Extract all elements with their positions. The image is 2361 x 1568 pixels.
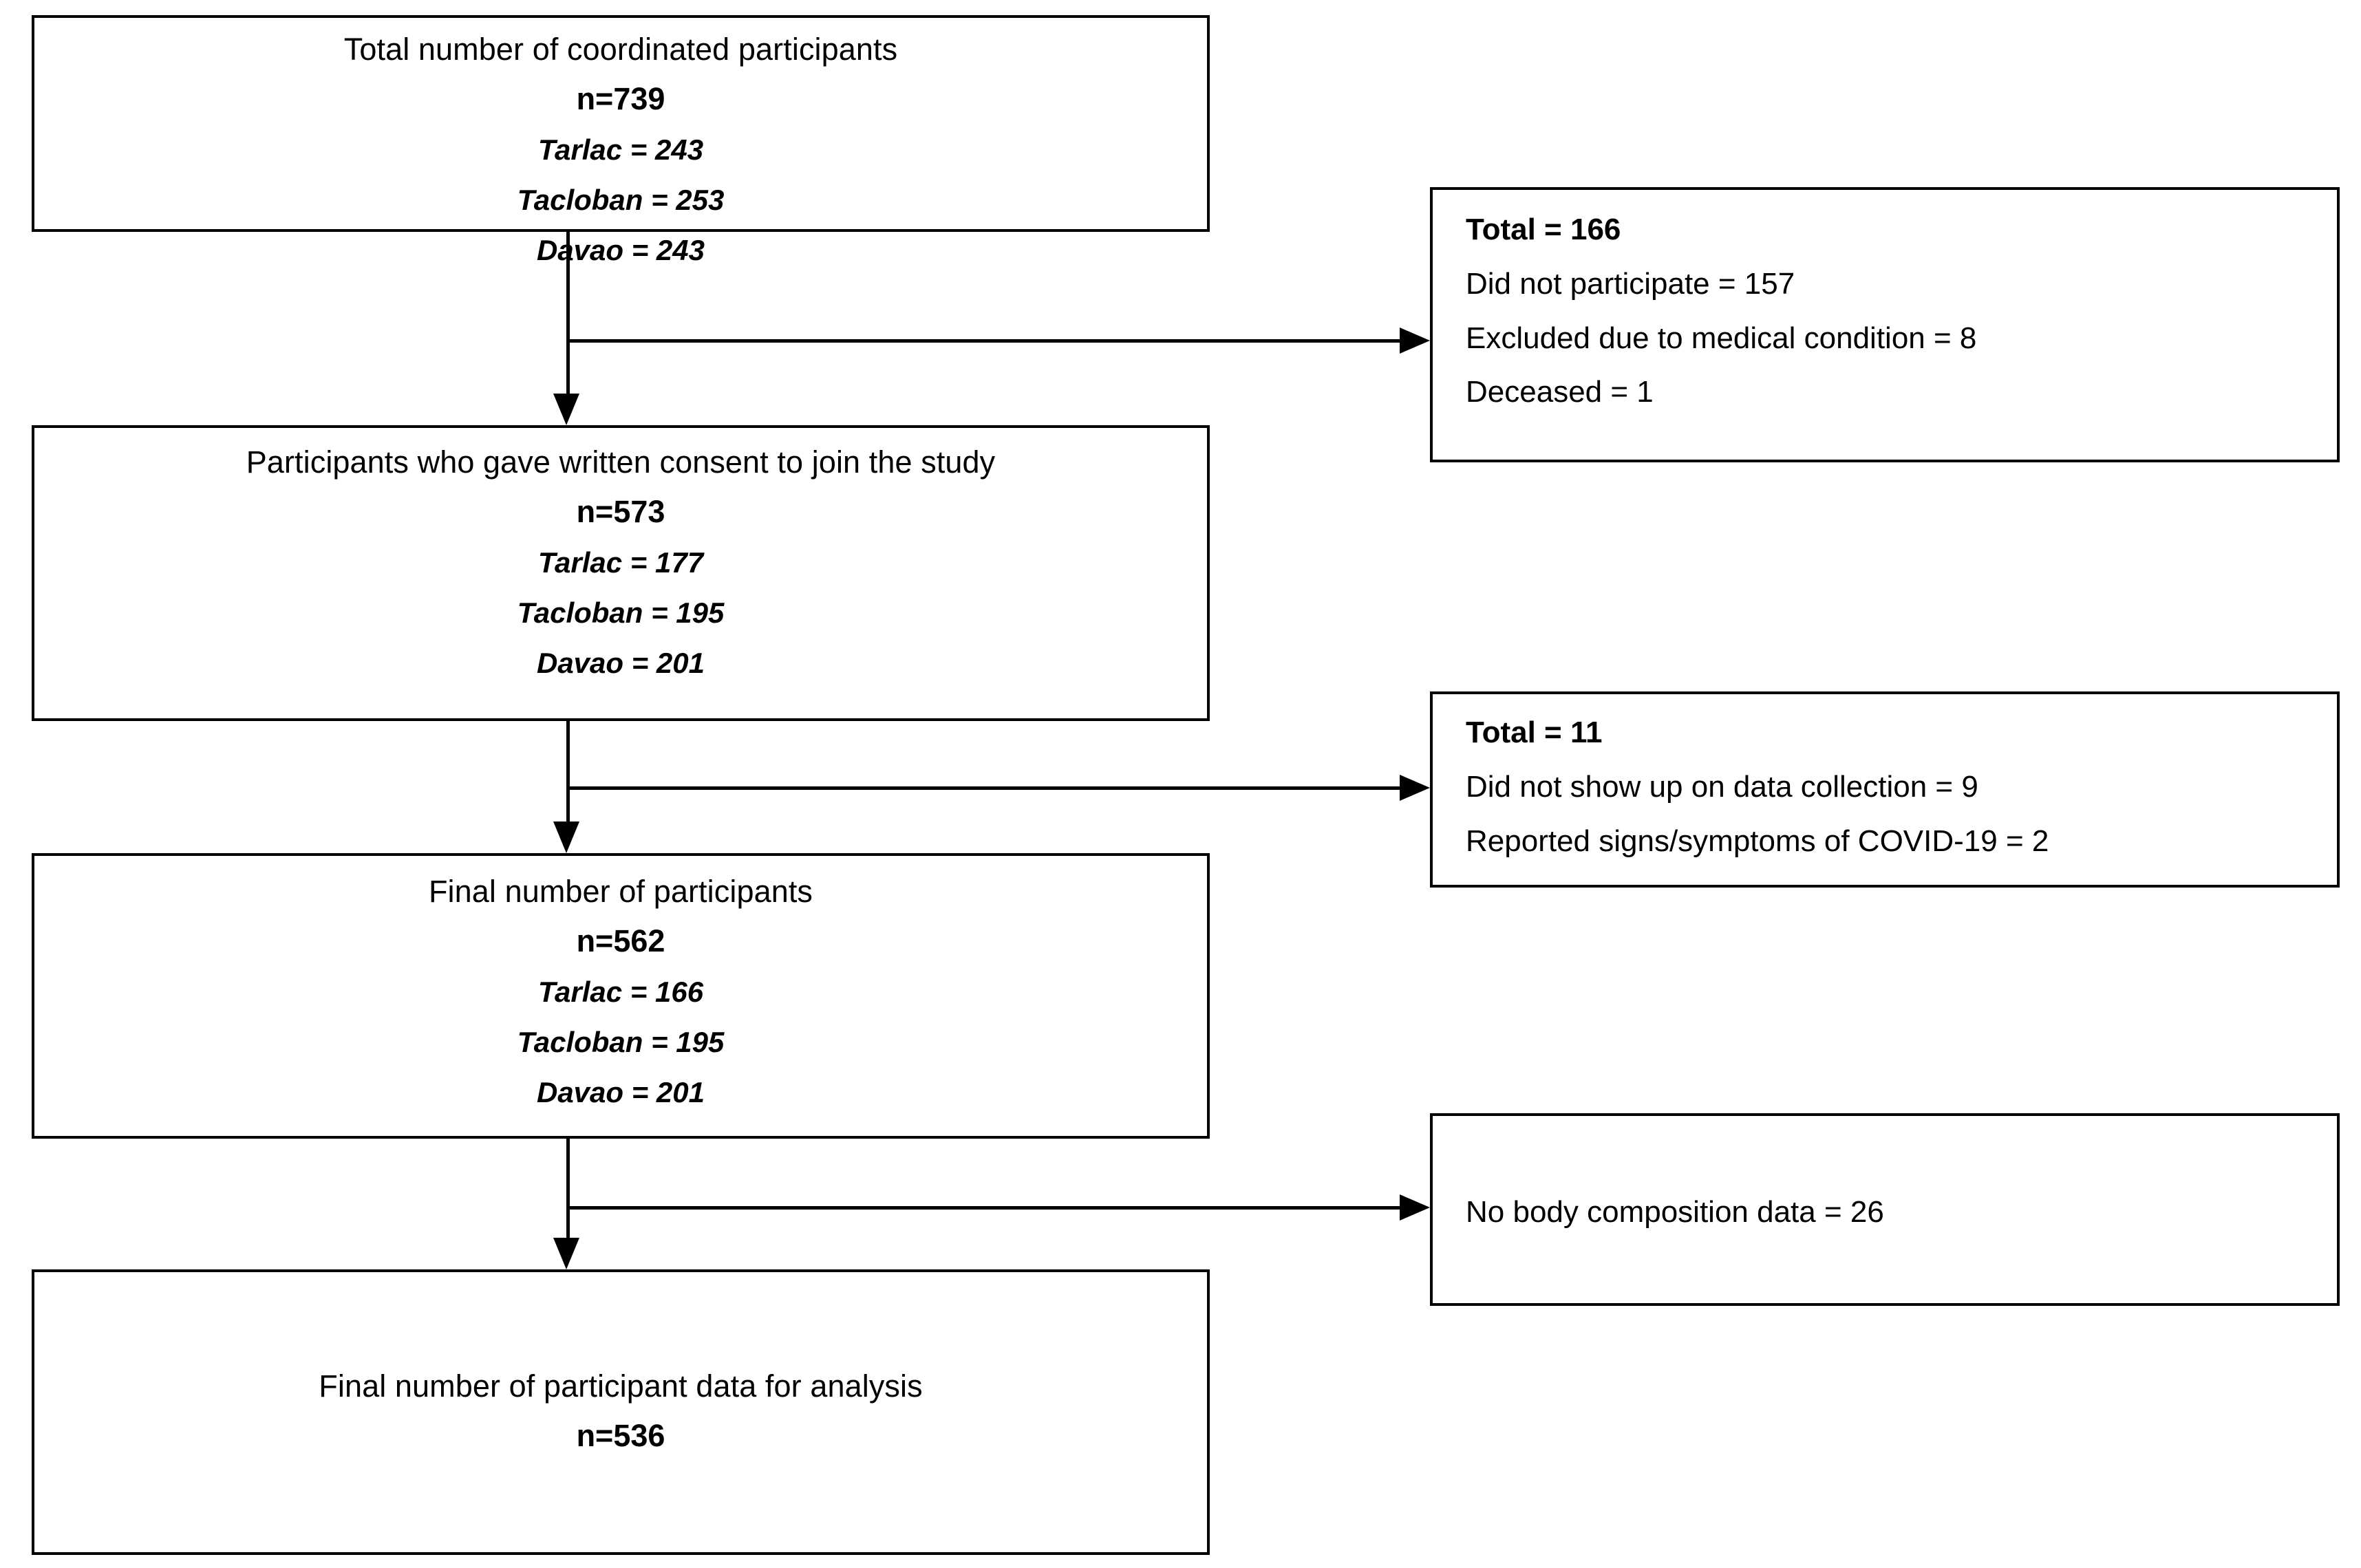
connector-line-2-branch bbox=[566, 786, 1400, 790]
exclusion-text-stack: Total = 166 Did not participate = 157 Ex… bbox=[1466, 212, 2316, 411]
connector-line-3-vertical bbox=[566, 1139, 570, 1241]
connector-line-3-branch bbox=[566, 1206, 1400, 1210]
exclusion-reason-medical-condition: Excluded due to medical condition = 8 bbox=[1466, 321, 1977, 355]
node-text-stack: Final number of participant data for ana… bbox=[34, 1368, 1207, 1454]
node-count: n=562 bbox=[576, 923, 665, 959]
connector-line-1-branch bbox=[566, 339, 1400, 343]
node-site-davao: Davao = 243 bbox=[536, 233, 705, 266]
node-site-tarlac: Tarlac = 177 bbox=[537, 546, 704, 579]
connector-arrowhead-1-right bbox=[1400, 327, 1430, 354]
connector-arrowhead-2-down bbox=[553, 821, 579, 853]
exclusion-reason-deceased: Deceased = 1 bbox=[1466, 375, 1654, 409]
node-text-stack: Final number of participants n=562 Tarla… bbox=[34, 874, 1207, 1110]
node-site-davao: Davao = 201 bbox=[536, 646, 705, 679]
node-site-tarlac: Tarlac = 166 bbox=[537, 976, 704, 1009]
node-text-stack: Total number of coordinated participants… bbox=[34, 32, 1207, 268]
connector-arrowhead-3-right bbox=[1400, 1194, 1430, 1221]
node-site-davao: Davao = 201 bbox=[536, 1075, 705, 1108]
node-analysis-dataset: Final number of participant data for ana… bbox=[32, 1269, 1210, 1555]
connector-arrowhead-2-right bbox=[1400, 775, 1430, 801]
node-title: Participants who gave written consent to… bbox=[246, 444, 996, 480]
node-count: n=739 bbox=[576, 81, 665, 117]
exclusion-reason-no-show: Did not show up on data collection = 9 bbox=[1466, 769, 1978, 804]
exclusion-text-stack: Total = 11 Did not show up on data colle… bbox=[1466, 715, 2316, 859]
connector-arrowhead-1-down bbox=[553, 394, 579, 425]
exclusion-reason-covid-symptoms: Reported signs/symptoms of COVID-19 = 2 bbox=[1466, 824, 2049, 858]
node-title: Total number of coordinated participants bbox=[343, 32, 898, 67]
node-count: n=536 bbox=[576, 1418, 665, 1454]
exclusion-total: Total = 11 bbox=[1466, 716, 1603, 749]
exclusion-reason-no-body-composition: No body composition data = 26 bbox=[1466, 1195, 1884, 1229]
node-exclusion-2: Total = 11 Did not show up on data colle… bbox=[1430, 691, 2340, 888]
exclusion-reason-did-not-participate: Did not participate = 157 bbox=[1466, 266, 1795, 301]
node-title: Final number of participants bbox=[428, 874, 813, 909]
node-site-tarlac: Tarlac = 243 bbox=[537, 133, 704, 167]
node-title: Final number of participant data for ana… bbox=[319, 1368, 923, 1404]
node-site-tacloban: Tacloban = 195 bbox=[517, 597, 725, 630]
connector-line-2-vertical bbox=[566, 721, 570, 824]
node-exclusion-3: No body composition data = 26 bbox=[1430, 1113, 2340, 1306]
node-text-stack: Participants who gave written consent to… bbox=[34, 444, 1207, 680]
node-consented-participants: Participants who gave written consent to… bbox=[32, 425, 1210, 721]
node-exclusion-1: Total = 166 Did not participate = 157 Ex… bbox=[1430, 187, 2340, 462]
node-coordinated-participants: Total number of coordinated participants… bbox=[32, 15, 1210, 266]
node-site-tacloban: Tacloban = 253 bbox=[517, 184, 725, 217]
connector-arrowhead-3-down bbox=[553, 1238, 579, 1269]
exclusion-total: Total = 166 bbox=[1466, 213, 1621, 246]
connector-line-1-vertical bbox=[566, 232, 570, 396]
node-final-participants: Final number of participants n=562 Tarla… bbox=[32, 853, 1210, 1139]
exclusion-text-stack: No body composition data = 26 bbox=[1466, 1194, 2316, 1231]
node-count: n=573 bbox=[576, 494, 665, 530]
node-site-tacloban: Tacloban = 195 bbox=[517, 1026, 725, 1059]
